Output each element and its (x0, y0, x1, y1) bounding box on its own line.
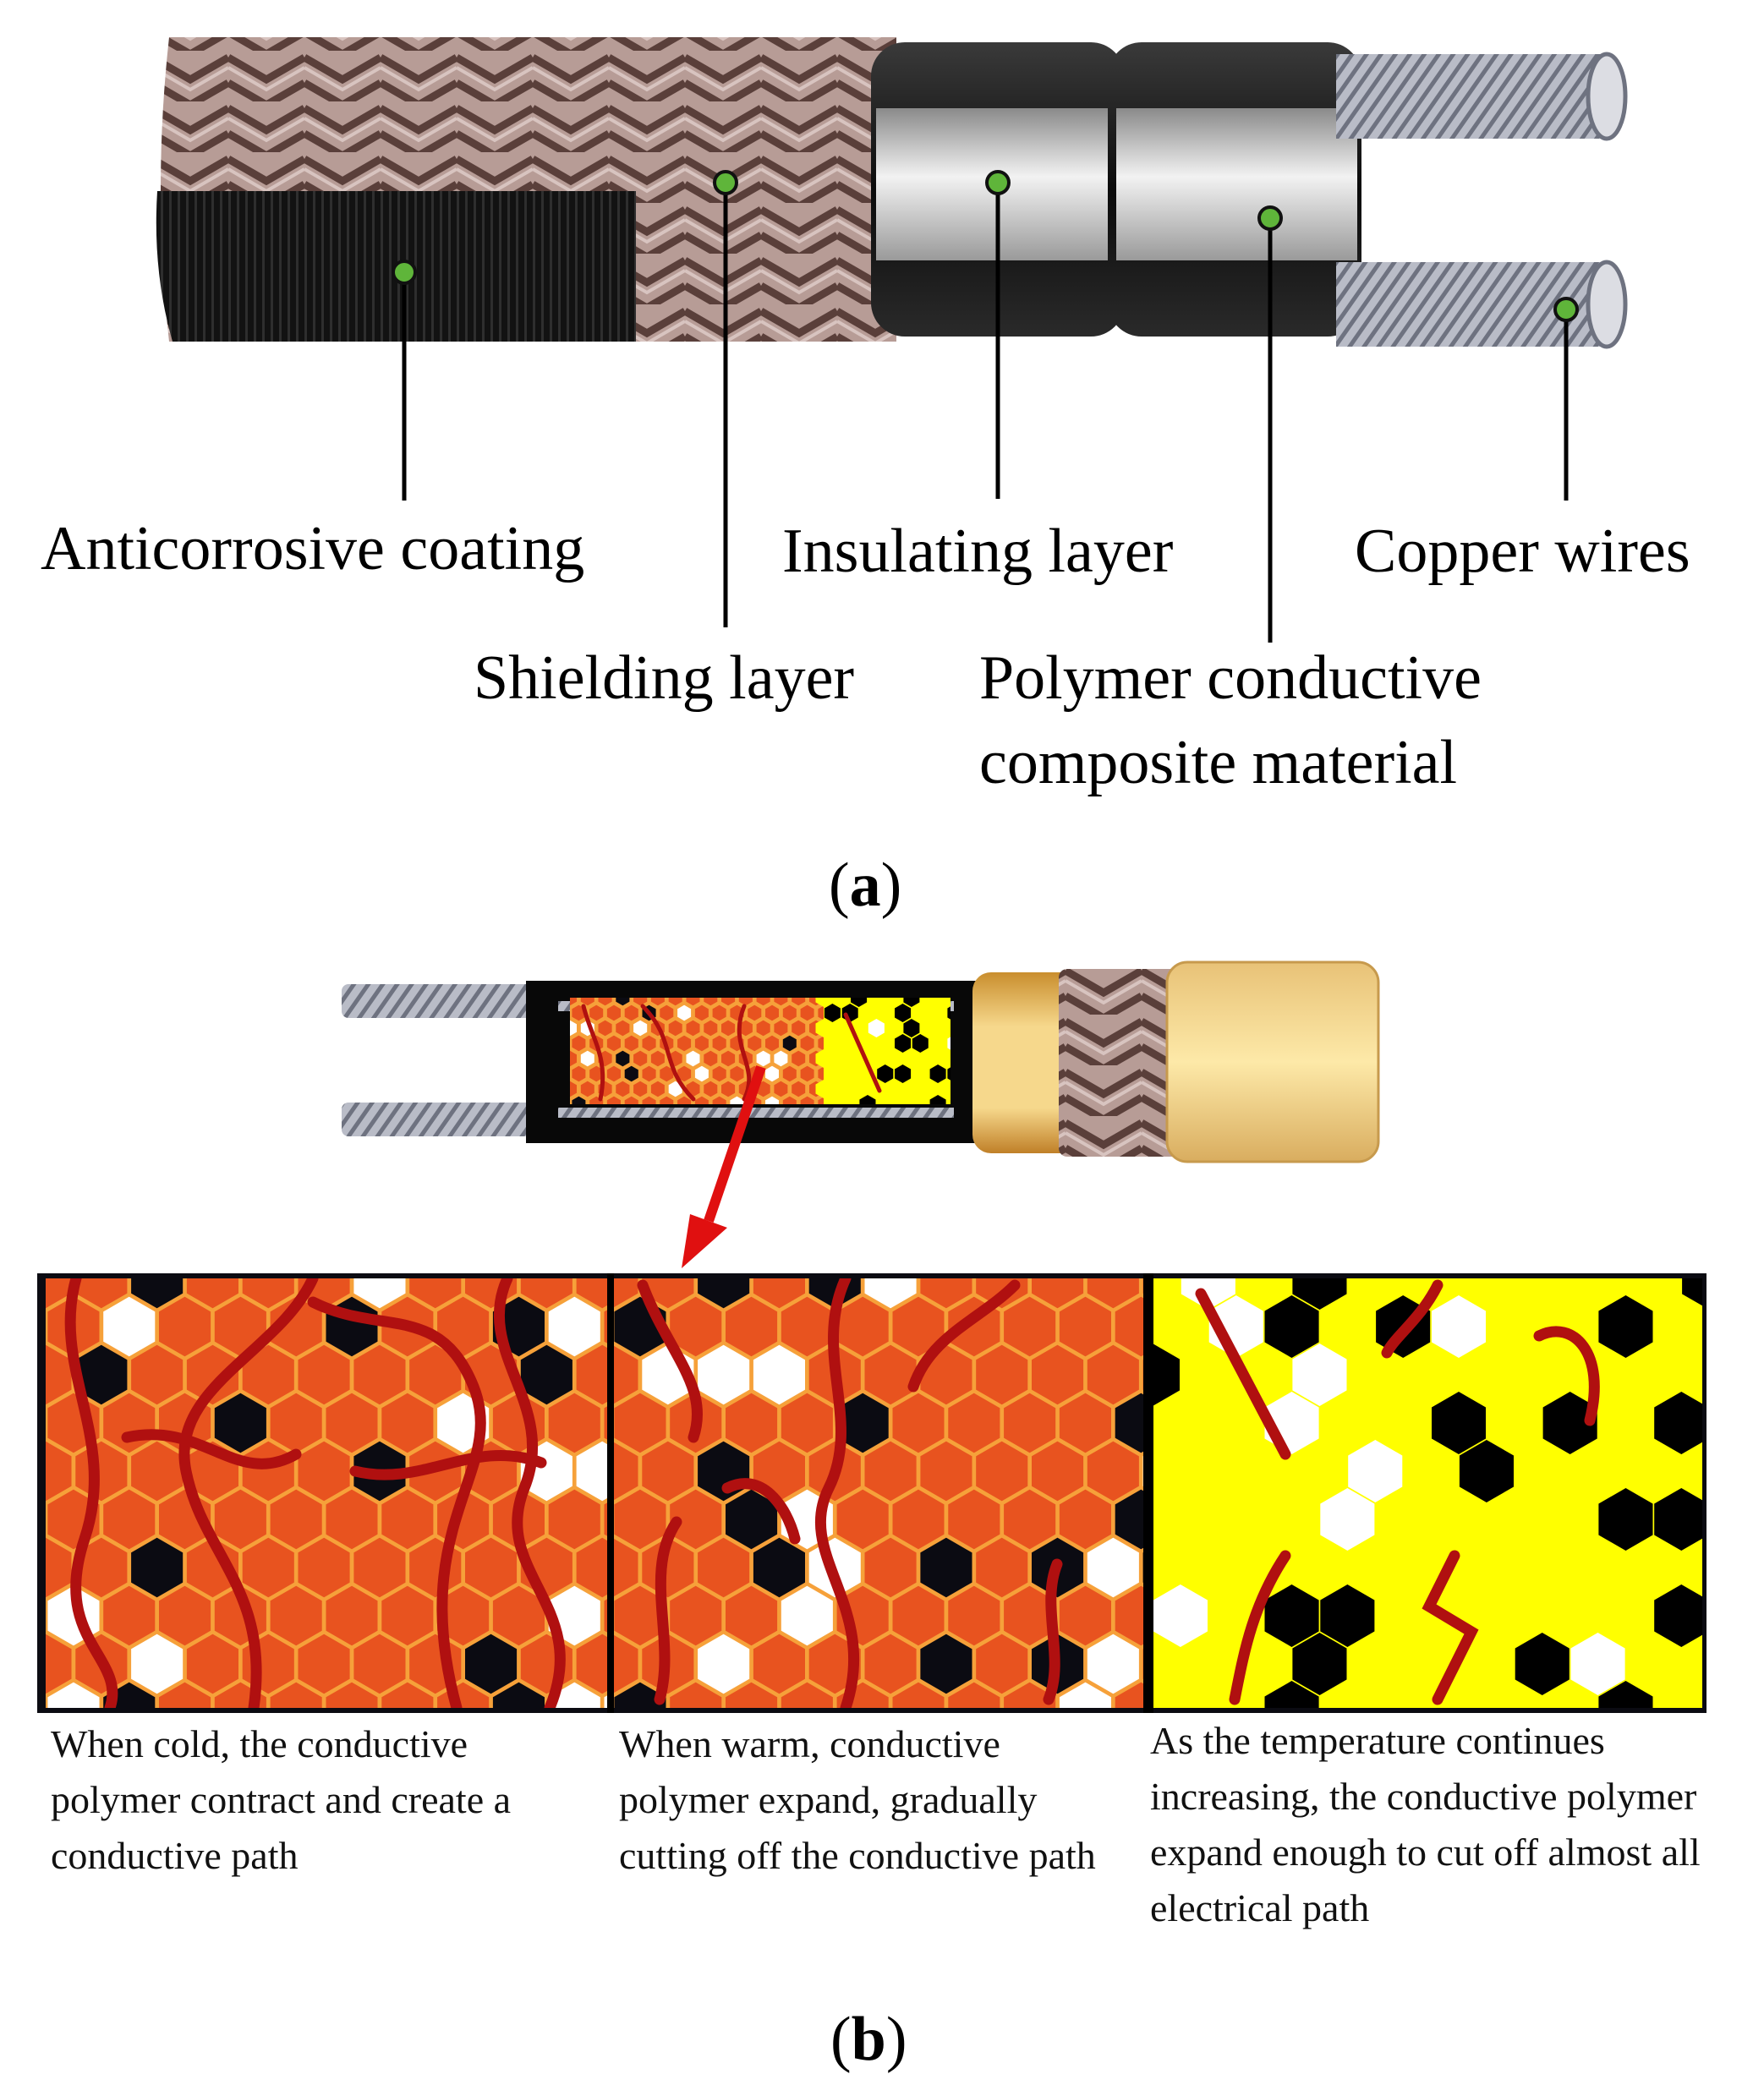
cable-cutaway-b (342, 960, 1380, 1268)
mini-wire-top (342, 984, 536, 1018)
label-shielding-layer: Shielding layer (474, 643, 855, 713)
state-hot (1153, 1278, 1702, 1708)
divider-2 (1143, 1273, 1153, 1713)
label-anticorrosive-coating: Anticorrosive coating (41, 514, 585, 583)
marker-anticorrosive (392, 260, 417, 285)
caption-warm: When warm, conductive polymer expand, gr… (619, 1722, 1096, 1877)
mini-wire-bottom (342, 1103, 536, 1136)
label-insulating-layer: Insulating layer (782, 517, 1174, 586)
copper-wire-top (1336, 54, 1607, 139)
caption-hot: As the temperature continues increasing,… (1150, 1719, 1701, 1929)
zoom-arrow-head (682, 1214, 727, 1268)
mini-outer-jacket (1165, 960, 1380, 1163)
label-polymer-line2: composite material (979, 728, 1458, 797)
state-warm (612, 1278, 1143, 1708)
mini-polymer-view (570, 998, 950, 1104)
markers (392, 170, 1579, 322)
marker-shielding (713, 170, 738, 195)
zoom-arrow-line (704, 1065, 766, 1223)
label-polymer-line1: Polymer conductive (979, 643, 1482, 713)
state-cold (46, 1278, 609, 1708)
panel-tag-a: (a) (829, 851, 902, 920)
label-copper-wires: Copper wires (1355, 517, 1690, 586)
mini-braid (1059, 969, 1186, 1157)
caption-cold: When cold, the conductive polymer contra… (51, 1722, 512, 1877)
divider-1 (607, 1273, 614, 1713)
marker-polymer (1257, 205, 1283, 231)
mini-jacket-ring (972, 972, 1079, 1153)
cable-cutaway-a (156, 37, 1628, 643)
polymer-core (1116, 108, 1357, 260)
marker-copper (1553, 297, 1579, 322)
leader-lines (402, 183, 1569, 643)
panel-tag-b: (b) (830, 2005, 907, 2074)
marker-insulating (985, 170, 1011, 195)
